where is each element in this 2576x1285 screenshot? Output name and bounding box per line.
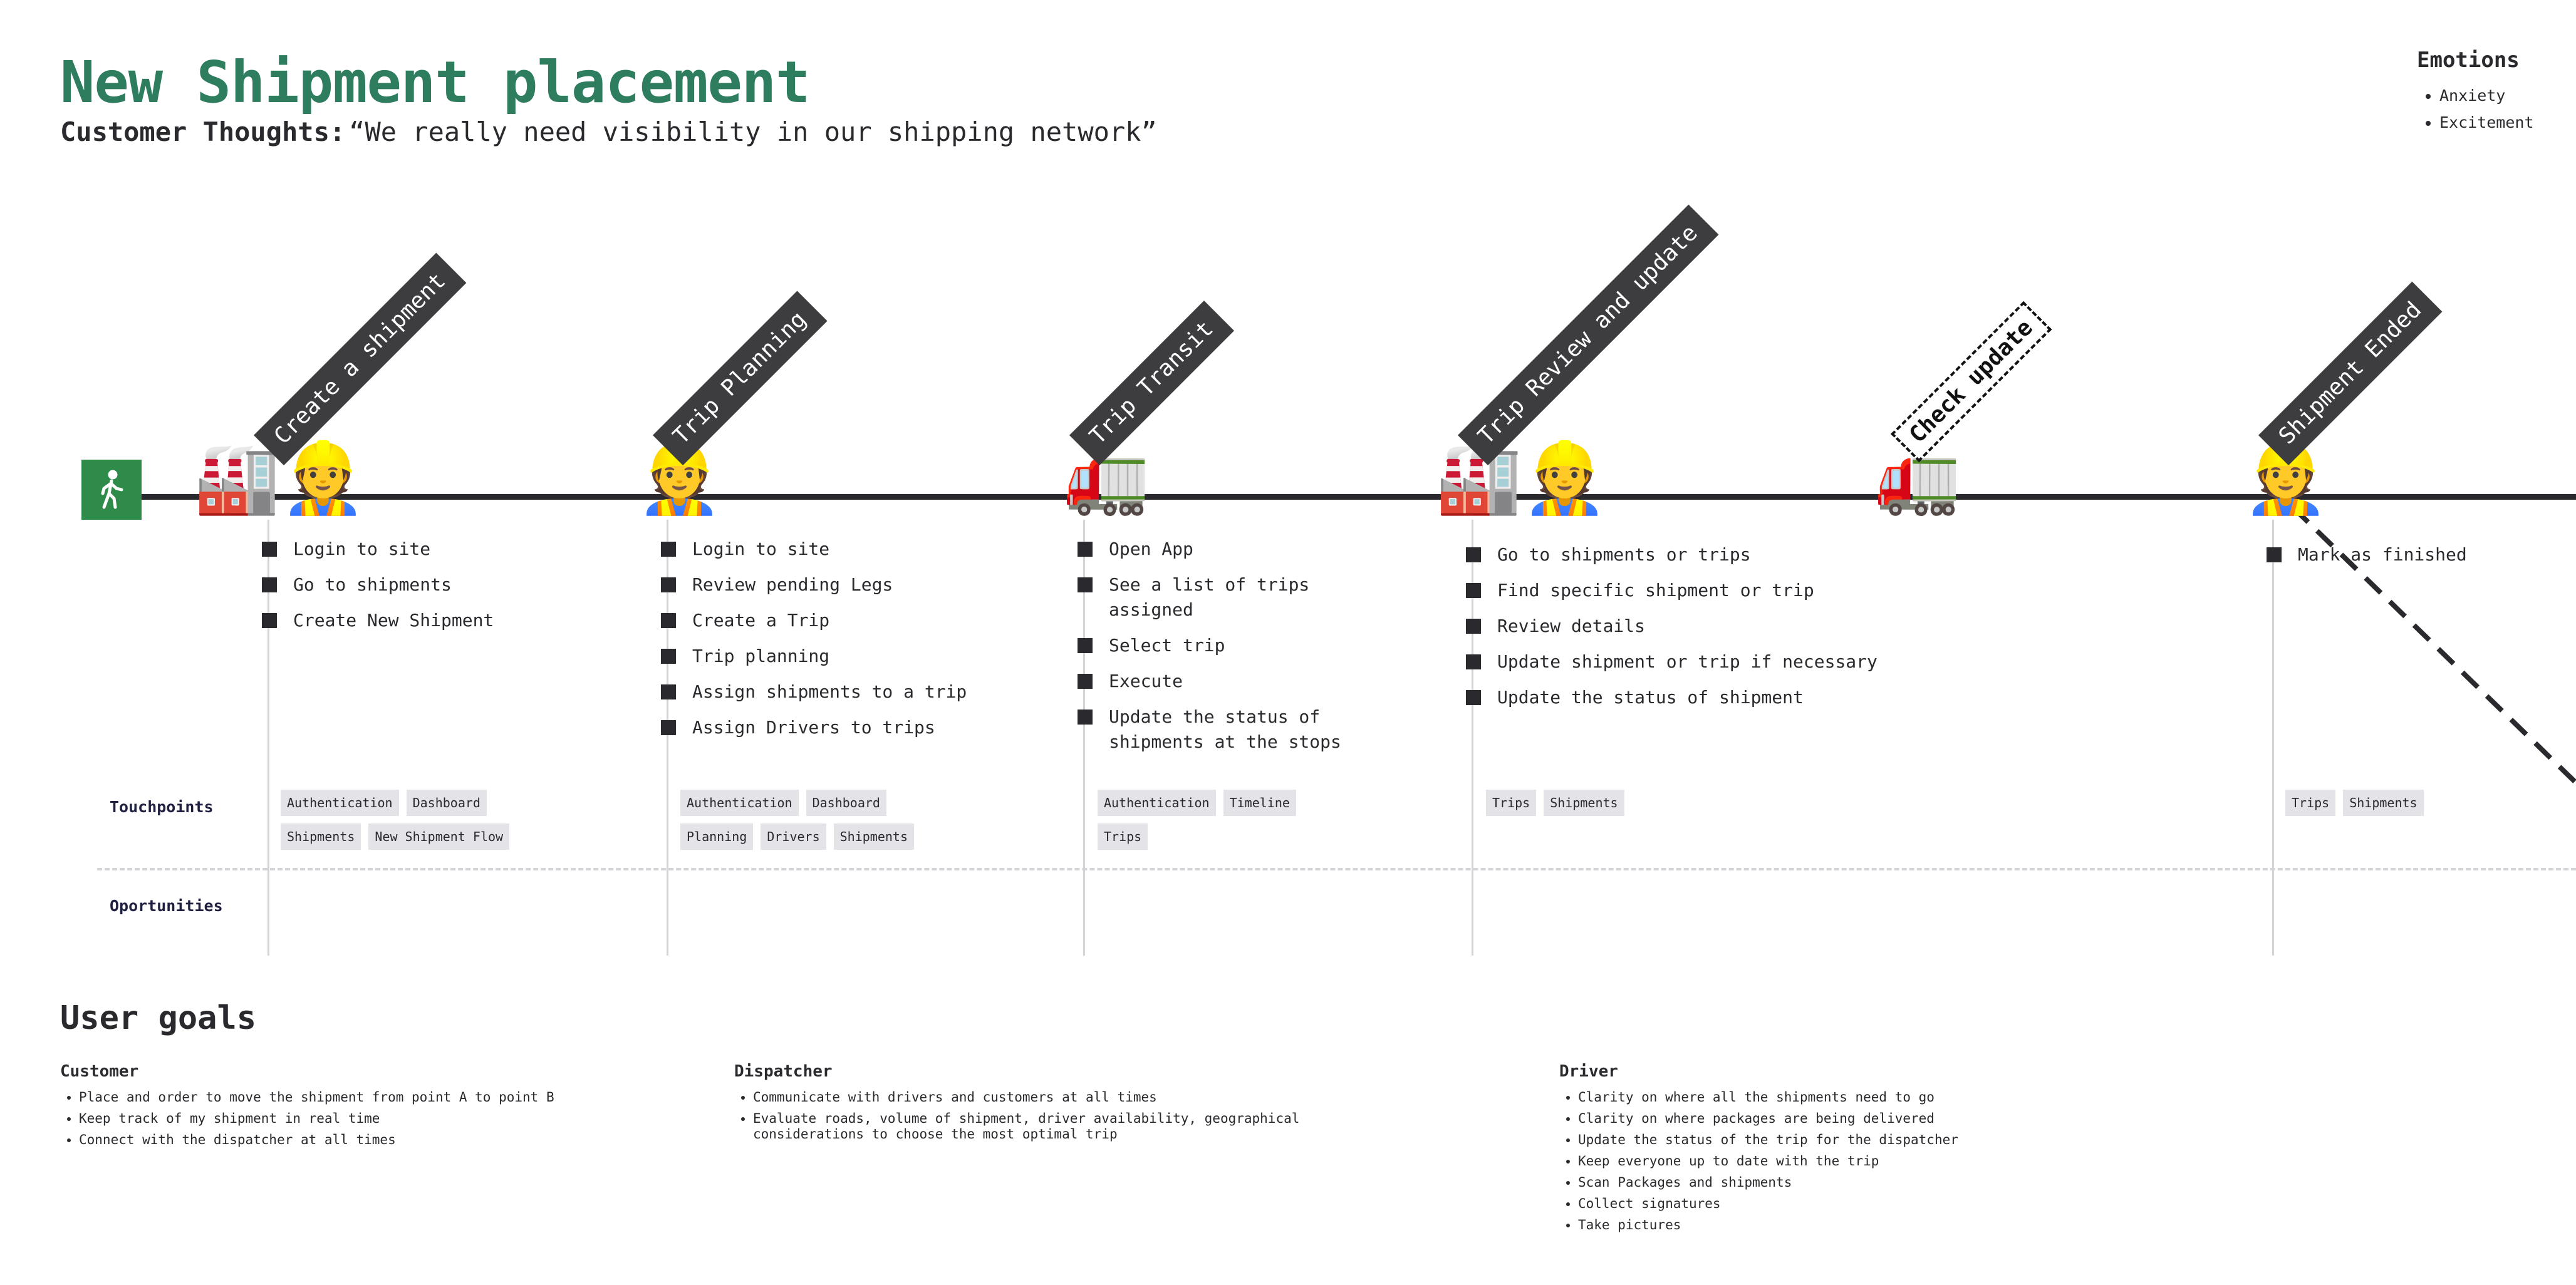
stage-guide-line bbox=[667, 520, 668, 956]
step-item: Create a Trip bbox=[661, 608, 967, 633]
touchpoint-tag: Timeline bbox=[1223, 790, 1296, 816]
stage-label-trip-planning: Trip Planning bbox=[653, 291, 828, 466]
touchpoints-row-label: Touchpoints bbox=[110, 798, 214, 816]
opportunities-row-label: Oportunities bbox=[110, 897, 223, 915]
touchpoint-tags: Trips Shipments bbox=[1486, 790, 1737, 816]
goal-item: Evaluate roads, volume of shipment, driv… bbox=[753, 1111, 1398, 1142]
emotion-item: Anxiety bbox=[2439, 86, 2534, 105]
stage-label-trip-transit: Trip Transit bbox=[1069, 300, 1235, 466]
stage-label-create-shipment: Create a shipment bbox=[254, 252, 467, 466]
step-item: Mark as finished bbox=[2267, 542, 2467, 567]
stage-guide-line bbox=[267, 520, 269, 956]
touchpoint-tags: Authentication Dashboard Planning Driver… bbox=[680, 790, 931, 850]
stage-steps: Go to shipments or trips Find specific s… bbox=[1466, 542, 1877, 721]
touchpoint-tag: Shipments bbox=[2343, 790, 2424, 816]
walking-person-icon bbox=[101, 470, 123, 509]
start-button[interactable] bbox=[81, 460, 142, 520]
step-item: Assign shipments to a trip bbox=[661, 679, 967, 704]
touchpoint-tag: Authentication bbox=[680, 790, 799, 816]
step-item: Update shipment or trip if necessary bbox=[1466, 649, 1877, 674]
goal-item: Update the status of the trip for the di… bbox=[1578, 1132, 2186, 1148]
goal-item: Connect with the dispatcher at all times bbox=[79, 1132, 687, 1148]
step-item: Go to shipments or trips bbox=[1466, 542, 1877, 567]
goal-item: Clarity on where all the shipments need … bbox=[1578, 1090, 2186, 1105]
goal-group-customer: Customer Place and order to move the shi… bbox=[60, 1062, 687, 1153]
step-item: Open App bbox=[1078, 537, 1366, 562]
goal-group-title: Customer bbox=[60, 1062, 139, 1081]
goal-item: Place and order to move the shipment fro… bbox=[79, 1090, 687, 1105]
touchpoint-tag: Shipments bbox=[833, 823, 914, 850]
touchpoint-tags: Trips Shipments bbox=[2285, 790, 2473, 816]
goal-item: Communicate with drivers and customers a… bbox=[753, 1090, 1398, 1105]
stage-icon-factory-worker: 🏭👷 bbox=[1436, 438, 1607, 518]
step-item: Find specific shipment or trip bbox=[1466, 578, 1877, 603]
stage-guide-line bbox=[2272, 520, 2274, 956]
stage-label-shipment-ended: Shipment Ended bbox=[2258, 281, 2443, 466]
goal-group-driver: Driver Clarity on where all the shipment… bbox=[1559, 1062, 2186, 1239]
stage-steps: Mark as finished bbox=[2267, 542, 2467, 578]
user-goals-title: User goals bbox=[60, 999, 257, 1037]
emotions-legend: Emotions Anxiety Excitement bbox=[2417, 48, 2534, 140]
step-item: Create New Shipment bbox=[262, 608, 494, 633]
goal-group-dispatcher: Dispatcher Communicate with drivers and … bbox=[734, 1062, 1398, 1148]
touchpoint-tag: Trips bbox=[2285, 790, 2336, 816]
touchpoint-tags: Authentication Dashboard Shipments New S… bbox=[281, 790, 531, 850]
page-title: New Shipment placement bbox=[60, 49, 811, 116]
touchpoint-tag: Planning bbox=[680, 823, 754, 850]
stage-label-check-update: Check update bbox=[1891, 301, 2052, 463]
touchpoint-tag: New Shipment Flow bbox=[368, 823, 510, 850]
touchpoint-tags: Authentication Timeline Trips bbox=[1098, 790, 1348, 850]
step-item: Go to shipments bbox=[262, 572, 494, 597]
step-item: Review pending Legs bbox=[661, 572, 967, 597]
goal-item: Scan Packages and shipments bbox=[1578, 1175, 2186, 1190]
thoughts-label: Customer Thoughts: bbox=[60, 116, 346, 147]
touchpoint-tag: Shipments bbox=[281, 823, 361, 850]
goal-item: Take pictures bbox=[1578, 1217, 2186, 1233]
thoughts-quote: “We really need visibility in our shippi… bbox=[349, 116, 1157, 147]
touchpoint-tag: Trips bbox=[1486, 790, 1537, 816]
touchpoint-tag: Drivers bbox=[761, 823, 826, 850]
step-item: See a list of trips assigned bbox=[1078, 572, 1366, 622]
step-item: Select trip bbox=[1078, 633, 1366, 658]
stage-steps: Open App See a list of trips assigned Se… bbox=[1078, 537, 1366, 765]
step-item: Login to site bbox=[262, 537, 494, 562]
goal-group-title: Driver bbox=[1559, 1062, 1618, 1081]
goal-item: Collect signatures bbox=[1578, 1196, 2186, 1212]
touchpoint-tag: Authentication bbox=[1098, 790, 1216, 816]
touchpoint-tag: Dashboard bbox=[406, 790, 487, 816]
stage-guide-line bbox=[1083, 520, 1085, 956]
stage-steps: Login to site Review pending Legs Create… bbox=[661, 537, 967, 751]
step-item: Login to site bbox=[661, 537, 967, 562]
touchpoint-tag: Trips bbox=[1098, 823, 1148, 850]
customer-thoughts: Customer Thoughts:“We really need visibi… bbox=[60, 116, 1157, 147]
goal-item: Keep everyone up to date with the trip bbox=[1578, 1153, 2186, 1169]
step-item: Execute bbox=[1078, 669, 1366, 694]
touchpoint-tag: Authentication bbox=[281, 790, 399, 816]
stage-guide-line bbox=[1472, 520, 1473, 956]
step-item: Update the status of shipments at the st… bbox=[1078, 704, 1366, 755]
section-divider bbox=[97, 868, 2576, 870]
goal-item: Clarity on where packages are being deli… bbox=[1578, 1111, 2186, 1127]
goal-group-title: Dispatcher bbox=[734, 1062, 833, 1081]
step-item: Review details bbox=[1466, 614, 1877, 639]
emotions-title: Emotions bbox=[2417, 48, 2520, 73]
touchpoint-tag: Dashboard bbox=[806, 790, 886, 816]
step-item: Assign Drivers to trips bbox=[661, 715, 967, 740]
stage-steps: Login to site Go to shipments Create New… bbox=[262, 537, 494, 644]
stage-label-trip-review: Trip Review and update bbox=[1458, 204, 1719, 466]
emotion-item: Excitement bbox=[2439, 113, 2534, 132]
journey-timeline bbox=[138, 494, 2576, 500]
step-item: Update the status of shipment bbox=[1466, 685, 1877, 710]
step-item: Trip planning bbox=[661, 644, 967, 669]
goal-item: Keep track of my shipment in real time bbox=[79, 1111, 687, 1127]
touchpoint-tag: Shipments bbox=[1544, 790, 1624, 816]
